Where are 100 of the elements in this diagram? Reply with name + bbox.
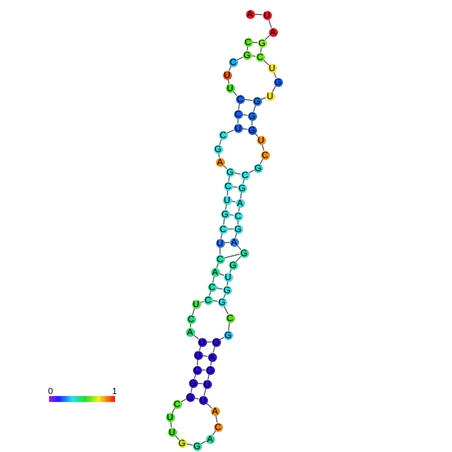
nucleotide-circle: C <box>236 94 244 104</box>
nucleotide-circle: G <box>228 260 238 270</box>
nucleotide-circle: U <box>222 70 232 80</box>
nucleotide-circle: U <box>226 84 234 92</box>
nucleotide-circle: U <box>198 396 208 404</box>
nucleotide-circle: C <box>192 366 202 374</box>
backbone-line <box>192 308 196 316</box>
nucleotide-circle: U <box>202 380 212 388</box>
nucleotide-circle: C <box>228 58 238 66</box>
nucleotide-circle: G <box>222 286 232 294</box>
backbone-line <box>186 443 194 446</box>
nucleotide-circle: G <box>220 210 230 218</box>
nucleotide-circle: U <box>168 428 176 436</box>
backbone-line <box>198 346 202 352</box>
nucleotide-circle: A <box>206 434 214 444</box>
backbone-line <box>224 254 240 258</box>
backbone-line <box>174 434 180 440</box>
nucleotide-circle: U <box>224 272 232 282</box>
backbone-line <box>260 97 266 100</box>
backbone-line <box>219 138 222 146</box>
backbone-line <box>207 374 210 380</box>
nucleotide-circle: U <box>198 338 206 346</box>
nucleotide-circle: U <box>268 64 276 72</box>
nucleotide-circle: G <box>252 96 262 106</box>
nucleotide-circle: U <box>166 412 174 422</box>
scale-label: 0 <box>48 387 54 396</box>
backbone-line <box>226 129 234 134</box>
scale-label: 1 <box>112 387 118 396</box>
backbone-line <box>215 414 218 424</box>
backbone-line <box>236 244 242 250</box>
nucleotide-circle: C <box>208 282 216 292</box>
backbone-line <box>228 66 232 72</box>
nucleotide-circle: G <box>178 438 186 448</box>
backbone-line <box>226 190 228 196</box>
nucleotide-circle: G <box>214 144 222 154</box>
nucleotide-circle: G <box>248 126 256 134</box>
backbone-line <box>232 90 238 96</box>
nucleotide-circle: U <box>192 300 200 308</box>
backbone-line <box>197 382 203 384</box>
backbone-line <box>260 158 264 165</box>
backbone-line <box>252 104 256 112</box>
backbone-line <box>206 402 212 408</box>
backbone-line <box>244 99 254 101</box>
nucleotide-circle: G <box>238 184 246 192</box>
nucleotide-circle: A <box>210 406 220 416</box>
backbone-line <box>216 287 224 290</box>
nucleotide-circle: G <box>226 168 234 176</box>
backbone-line <box>254 14 263 16</box>
nucleotide-circle: G <box>254 164 262 172</box>
nucleotide-circle: G <box>234 224 242 234</box>
nucleotide-circle: C <box>218 224 228 234</box>
nucleotide-circle: G <box>192 442 202 450</box>
nucleotide-circle: A <box>268 28 278 36</box>
nucleotide-circle: C <box>244 38 252 46</box>
nucleotide-circle: C <box>226 314 234 322</box>
nucleotide-circle: G <box>240 248 248 258</box>
nucleotide-circle: G <box>188 378 198 388</box>
nucleotide-circle: A <box>230 238 238 246</box>
backbone-line <box>212 430 216 436</box>
nucleotide-circle: A <box>186 328 194 336</box>
backbone-line <box>272 85 276 93</box>
nucleotide-circle: C <box>234 212 242 220</box>
nucleotide-circle: G <box>258 38 266 48</box>
backbone-line <box>190 386 193 394</box>
nucleotide-circle: G <box>248 112 256 120</box>
nucleotide-circle: C <box>224 182 232 190</box>
nucleotide-circle: C <box>186 314 196 324</box>
nucleotide-circle: U <box>216 238 224 248</box>
backbone-line <box>194 374 196 380</box>
backbone-line <box>252 42 258 44</box>
backbone-line <box>224 242 230 244</box>
nucleotide-circle: G <box>212 338 220 346</box>
nucleotide-circle: G <box>224 330 232 340</box>
nucleotide-circle: G <box>218 298 226 306</box>
nucleotide-circle: G <box>274 78 282 86</box>
backbone-line <box>236 256 242 262</box>
nucleotide-circle: A <box>216 158 224 166</box>
nucleotide-circle: U <box>194 350 202 360</box>
nucleotide-circle: A <box>208 352 216 362</box>
nucleotide-circle: A <box>210 268 220 276</box>
nucleotide-circle: C <box>234 110 242 118</box>
backbone-line <box>227 228 234 230</box>
nucleotide-circle: U <box>234 124 242 132</box>
nucleotide-circle: U <box>222 196 232 204</box>
nucleotide-circle: G <box>242 50 252 60</box>
backbone-line <box>219 336 225 340</box>
nucleotide-circle: C <box>260 150 270 160</box>
nucleotide-circle: C <box>214 422 222 432</box>
nucleotide-circle: U <box>262 10 272 20</box>
nucleotide-circle: A <box>236 198 244 208</box>
nucleotide-circle: C <box>240 170 250 180</box>
backbone-line <box>234 172 242 175</box>
backbone-line <box>220 232 223 240</box>
nucleotide-circle: G <box>186 392 194 402</box>
nucleotide-circle: A <box>246 10 254 18</box>
backbone-line <box>234 232 238 238</box>
backbone-line <box>228 322 230 332</box>
nucleotide-circle: C <box>256 52 264 62</box>
nucleotide-circle: C <box>204 296 212 304</box>
backbone-line <box>264 34 270 40</box>
